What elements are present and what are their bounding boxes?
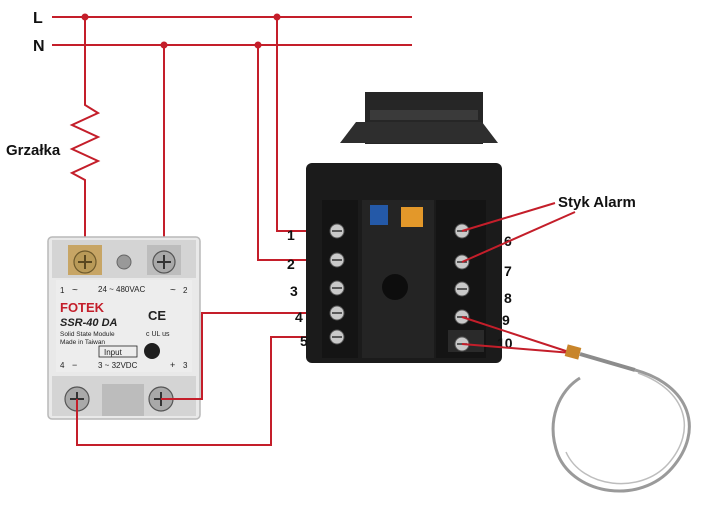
thermocouple-wire-10 bbox=[461, 343, 573, 354]
left-terminal-screw-3 bbox=[329, 280, 345, 296]
terminal-number: 7 bbox=[504, 263, 512, 279]
ssr-led-indicator bbox=[144, 343, 160, 359]
ssr-subtitle: Solid State Module bbox=[60, 331, 115, 338]
pcb-capacitor bbox=[370, 205, 388, 225]
ssr-mount-slot bbox=[102, 384, 144, 416]
ssr-terminal-1-number: 1 bbox=[60, 286, 65, 295]
left-terminal-screw-2 bbox=[329, 252, 345, 268]
alarm-wire-7 bbox=[461, 211, 576, 263]
ssr-input-rating: 3 ~ 32VDC bbox=[98, 361, 138, 370]
terminal-number: 2 bbox=[287, 256, 295, 272]
ssr-ul-mark: c UL us bbox=[146, 331, 170, 338]
left-terminal-screw-1 bbox=[329, 223, 345, 239]
heater-wire bbox=[69, 17, 101, 262]
left-terminal-screw-5 bbox=[329, 329, 345, 345]
thermocouple-wire-9 bbox=[461, 316, 573, 354]
ssr-input-box bbox=[98, 345, 138, 358]
controller-mount-hole bbox=[382, 274, 408, 300]
terminal-number: 4 bbox=[295, 309, 303, 325]
ssr-terminal-2-screw bbox=[147, 245, 181, 275]
thermocouple-probe bbox=[551, 344, 691, 493]
ssr-minus-symbol: − bbox=[72, 360, 77, 370]
neutral-label: N bbox=[33, 38, 45, 55]
ssr-load-rating: 24 ~ 480VAC bbox=[98, 285, 145, 294]
ssr-input-label: Input bbox=[104, 348, 123, 357]
ssr-ac-symbol-2: ~ bbox=[170, 285, 176, 296]
left-terminal-screw-4 bbox=[329, 305, 345, 321]
ssr-terminal-3-number: 3 bbox=[183, 361, 188, 370]
right-terminal-screw-8 bbox=[454, 281, 470, 297]
ssr-terminal-2-number: 2 bbox=[183, 286, 188, 295]
live-label: L bbox=[33, 10, 43, 27]
ssr-plus-symbol: + bbox=[170, 360, 175, 370]
terminal-number: 8 bbox=[504, 290, 512, 306]
ssr-brand: FOTEK bbox=[60, 300, 105, 315]
ssr-ce-mark: CE bbox=[148, 308, 166, 323]
ssr-model: SSR-40 DA bbox=[60, 317, 118, 329]
terminal-number: 1 bbox=[287, 227, 295, 243]
ssr-ac-symbol-1: ~ bbox=[72, 285, 78, 296]
ssr-origin: Made in Taiwan bbox=[60, 339, 105, 346]
temperature-controller bbox=[306, 92, 502, 363]
alarm-wire-6 bbox=[461, 202, 556, 232]
ssr-module: 1 ~ 24 ~ 480VAC ~ 2 FOTEK SSR-40 DA Soli… bbox=[47, 236, 201, 420]
neutral-to-terminal-2-wire bbox=[257, 45, 322, 261]
ssr-minus-to-terminal-5-wire bbox=[76, 336, 322, 446]
ssr-plus-to-terminal-4-wire bbox=[161, 312, 322, 400]
terminal-number: 5 bbox=[300, 333, 308, 349]
ssr-terminal-4-number: 4 bbox=[60, 361, 65, 370]
pcb-component bbox=[401, 207, 423, 227]
heater-label: Grzałka bbox=[6, 142, 61, 159]
terminal-number: 9 bbox=[502, 312, 510, 328]
alarm-label: Styk Alarm bbox=[558, 194, 636, 211]
terminal-number: 3 bbox=[290, 283, 298, 299]
ssr-terminal-1-screw bbox=[68, 245, 102, 275]
ssr-terminal-center bbox=[116, 254, 132, 270]
